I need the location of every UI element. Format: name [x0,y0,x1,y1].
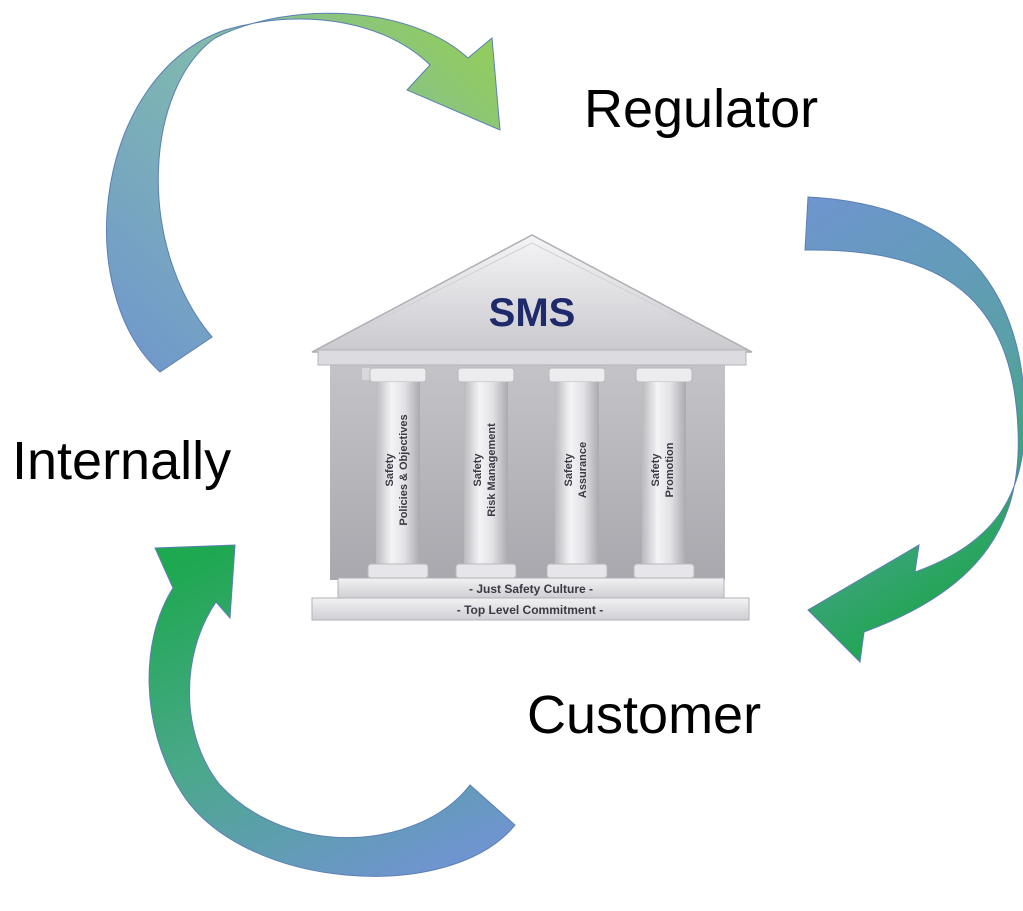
step-upper-label: - Just Safety Culture - [469,582,593,596]
sms-temple: SMS Safety Policies & Objectives Safety … [311,234,753,621]
pillar-1-line2: Policies & Objectives [398,414,410,525]
temple-title: SMS [489,291,576,335]
arrow-regulator-to-customer [804,196,1023,664]
pillar-2-line1: Safety [472,453,484,487]
pillar-2-line2: Risk Management [486,423,498,517]
pillar-4-line1: Safety [650,453,662,487]
pillar-4-line2: Promotion [664,442,676,497]
label-customer: Customer [527,685,762,745]
pillar-3-line2: Assurance [577,442,589,498]
temple-pillar-3 [546,367,608,579]
temple-entablature [317,349,747,366]
arrow-customer-to-internally [148,544,516,877]
step-lower-label: - Top Level Commitment - [457,603,603,617]
arrow-internally-to-regulator [106,12,501,373]
temple-pillar-1 [362,367,429,579]
label-internally: Internally [12,431,232,491]
pillar-3-line1: Safety [563,453,575,487]
temple-pillar-2 [455,367,517,579]
label-regulator: Regulator [584,79,819,139]
pillar-1-line1: Safety [384,453,396,487]
temple-pillar-4 [633,367,695,579]
temple-step-lower [311,597,750,621]
